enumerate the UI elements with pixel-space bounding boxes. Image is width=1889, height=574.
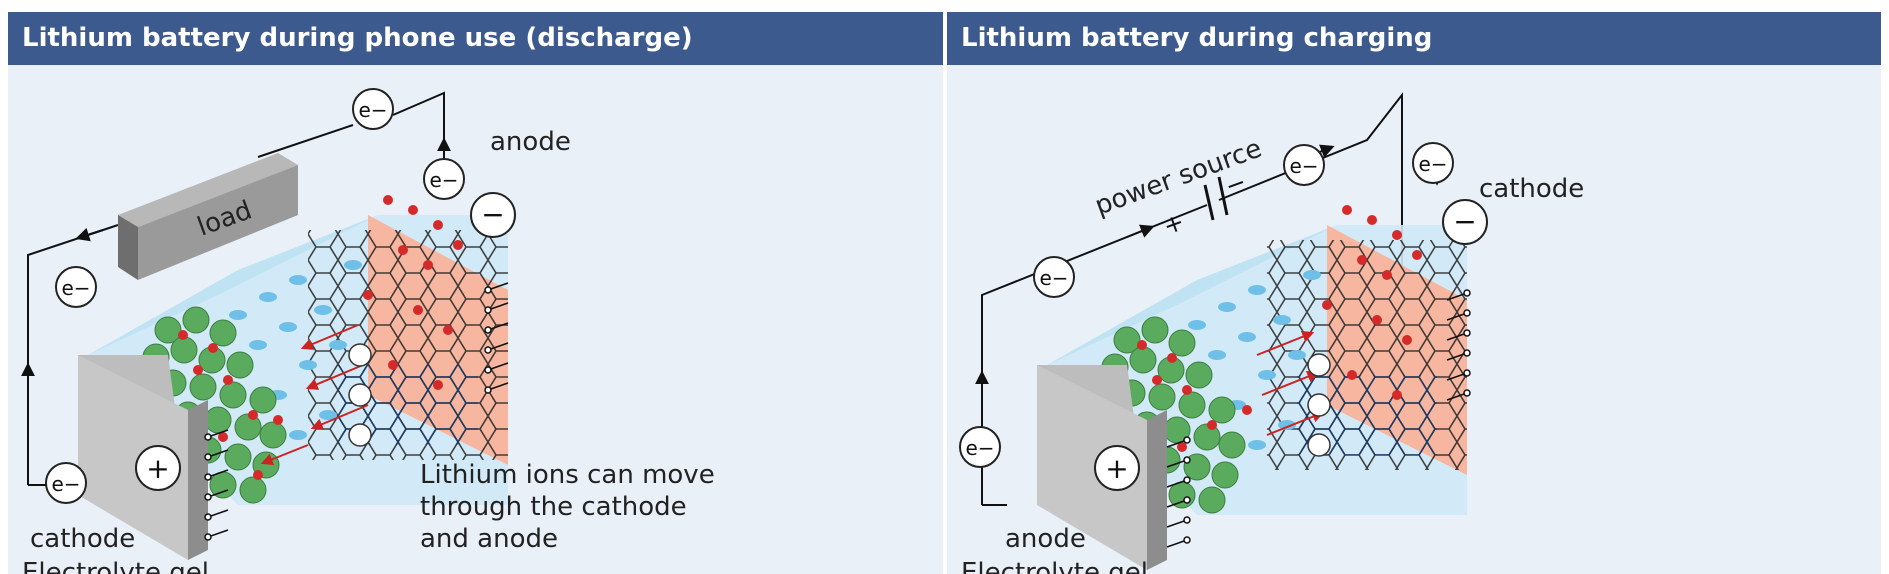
discharge-header: Lithium battery during phone use (discha… [8, 12, 943, 65]
svg-text:e−: e− [358, 98, 387, 122]
ion-flow-arrows [260, 324, 372, 466]
power-minus-sign: − [1221, 167, 1249, 200]
charging-panel: Lithium battery during charging [947, 12, 1881, 574]
svg-text:e−: e− [61, 276, 90, 300]
svg-text:+: + [1105, 452, 1128, 485]
electrolyte-bubbles [229, 260, 362, 440]
ion-flow-arrows [1256, 330, 1331, 457]
note-line-2: through the cathode [420, 492, 687, 522]
anode-label: anode [490, 127, 571, 157]
svg-text:e−: e− [51, 472, 80, 496]
electron-marker: e− [423, 158, 465, 200]
note-line-3: and anode [420, 524, 558, 554]
electron-marker: e− [1033, 256, 1075, 298]
electrolyte-bubbles [1188, 270, 1321, 450]
lithium-ions [178, 195, 463, 480]
svg-text:+: + [146, 452, 169, 485]
anode-plate [1037, 365, 1167, 570]
electron-marker: e− [1412, 142, 1454, 184]
electron-marker: e− [45, 462, 87, 504]
cathode-label: cathode [1479, 174, 1584, 204]
power-source-plate [1217, 176, 1229, 216]
electron-marker: e− [55, 266, 97, 308]
current-arrow [75, 227, 104, 242]
svg-text:−: − [1453, 205, 1476, 238]
electron-marker: e− [352, 88, 394, 130]
electrode-pins [204, 282, 509, 541]
charging-header: Lithium battery during charging [947, 12, 1881, 65]
anode-terminal-minus: − [470, 192, 516, 238]
svg-text:e−: e− [1039, 266, 1068, 290]
electron-marker: e− [959, 426, 1001, 468]
electrode-pins [1166, 289, 1471, 548]
discharge-panel: Lithium battery during phone use (discha… [8, 12, 943, 574]
load-box: load [118, 153, 298, 280]
current-arrow [1126, 224, 1155, 238]
power-source-plate [1203, 184, 1215, 221]
svg-text:e−: e− [965, 436, 994, 460]
svg-text:e−: e− [429, 168, 458, 192]
circuit-wire [257, 124, 354, 158]
anode-terminal-plus: + [1094, 445, 1140, 491]
svg-text:e−: e− [1289, 154, 1318, 178]
electrolyte-gel-label: Electrolyte gel [22, 558, 209, 574]
note-line-1: Lithium ions can move [420, 460, 715, 490]
electron-marker: e− [1283, 144, 1325, 186]
lithium-ions [1137, 205, 1422, 452]
cathode-label: cathode [30, 524, 135, 554]
anode-label: anode [1005, 524, 1086, 554]
cathode-terminal-plus: + [135, 445, 181, 491]
charging-diagram: e− e− e− e− − + power source + − cathode… [959, 92, 1584, 570]
power-plus-sign: + [1159, 207, 1187, 240]
electrolyte-gel-label: Electrolyte gel [961, 558, 1148, 574]
discharge-diagram: load [21, 88, 715, 560]
svg-text:e−: e− [1418, 152, 1447, 176]
svg-text:−: − [481, 198, 504, 231]
cathode-terminal-minus: − [1442, 199, 1488, 245]
